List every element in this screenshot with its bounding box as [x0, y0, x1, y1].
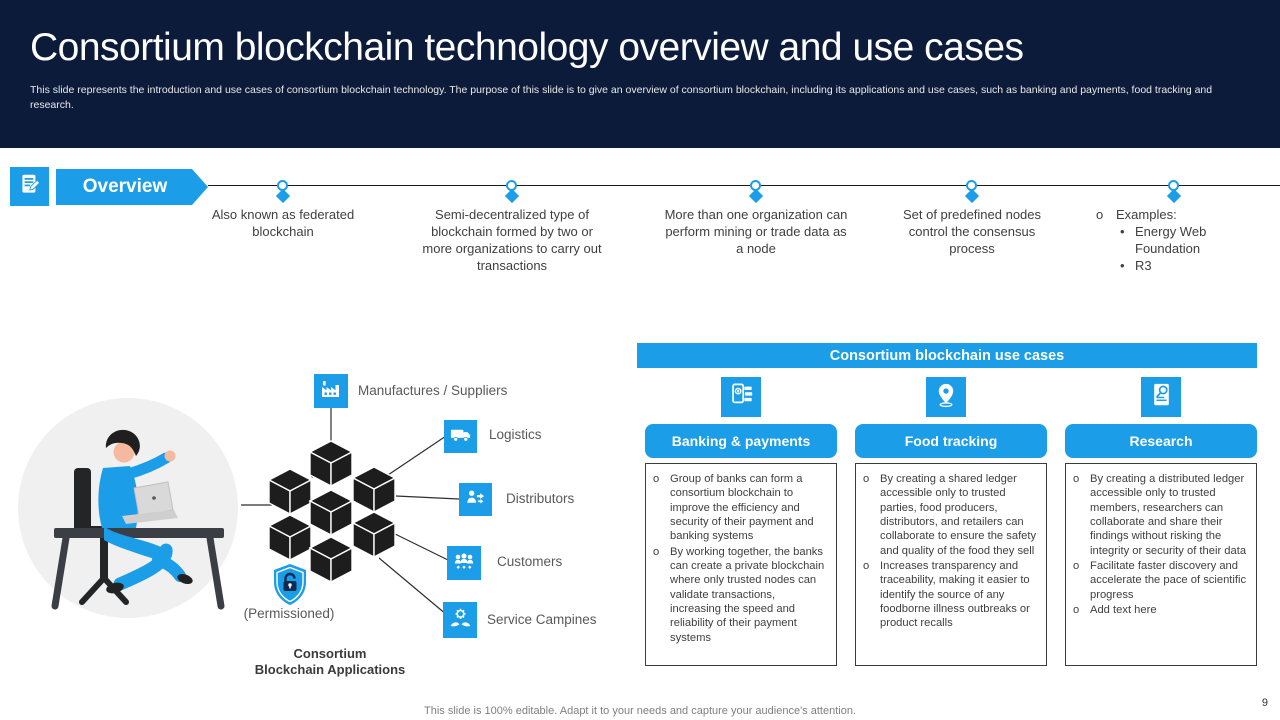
use-case-box-banking: Group of banks can form a consortium blo… — [645, 463, 837, 666]
timeline-pin-diamond — [748, 188, 764, 204]
diagram-node-label: Customers — [497, 554, 563, 569]
timeline-pin-diamond — [1166, 188, 1182, 204]
mobile-banking-icon — [728, 381, 755, 413]
diagram-node-logistics — [444, 420, 477, 453]
diagram-node-label: Service Campines — [487, 612, 597, 627]
page-number: 9 — [1261, 697, 1268, 709]
lattice-edges — [289, 463, 375, 561]
shield-lock-icon — [274, 564, 306, 605]
use-case-header-research: Research — [1065, 424, 1257, 458]
location-pin-icon — [932, 381, 960, 414]
use-case-box-food: By creating a shared ledger accessible o… — [855, 463, 1047, 666]
research-document-icon — [1148, 381, 1175, 413]
use-case-header-banking: Banking & payments — [645, 424, 837, 458]
bullet-item: By creating a shared ledger accessible o… — [863, 472, 1039, 558]
bullet-item: By creating a distributed ledger accessi… — [1073, 472, 1249, 558]
bullet-item: Add text here — [1073, 603, 1249, 617]
timeline-item: More than one organization can perform m… — [664, 207, 848, 257]
notepad-pencil-icon — [17, 171, 43, 202]
example-item: • Energy Web Foundation — [1120, 224, 1207, 257]
diagram-node-customers — [447, 546, 481, 580]
use-case-header-food: Food tracking — [855, 424, 1047, 458]
permissioned-label: (Permissioned) — [243, 606, 335, 621]
diagram-node-label: Logistics — [489, 427, 542, 442]
use-case-icon-research — [1141, 377, 1181, 417]
diagram-node-label: Distributors — [506, 491, 575, 506]
bullet-marker: o — [1096, 207, 1104, 222]
timeline-item: Set of predefined nodes control the cons… — [902, 207, 1042, 257]
page-title: Consortium blockchain technology overvie… — [30, 26, 1024, 69]
diagram-caption: Consortium Blockchain Applications — [254, 646, 406, 678]
hands-gear-icon — [448, 605, 473, 635]
examples-label: Examples: — [1116, 207, 1177, 222]
factory-icon — [319, 377, 343, 406]
bullet-item: Group of banks can form a consortium blo… — [653, 472, 829, 544]
timeline-item: Also known as federated blockchain — [211, 207, 355, 240]
bullet-item: By working together, the banks can creat… — [653, 545, 829, 645]
bullet-marker: • — [1120, 224, 1125, 240]
page-subtitle: This slide represents the introduction a… — [30, 84, 1213, 111]
footer-note: This slide is 100% editable. Adapt it to… — [424, 705, 856, 717]
use-case-box-research: By creating a distributed ledger accessi… — [1065, 463, 1257, 666]
header-band: Consortium blockchain technology overvie… — [0, 0, 1280, 148]
timeline-pin-diamond — [275, 188, 291, 204]
use-case-icon-food — [926, 377, 966, 417]
timeline-line — [208, 185, 1280, 186]
examples-label-row: o Examples: — [1096, 206, 1268, 223]
overview-banner-label: Overview — [82, 176, 168, 197]
distribution-icon — [464, 486, 487, 514]
use-cases-banner: Consortium blockchain use cases — [637, 343, 1257, 368]
timeline-examples: o Examples: • Energy Web Foundation • R3 — [1096, 206, 1268, 275]
timeline-pin-diamond — [504, 188, 520, 204]
person-illustration — [18, 398, 238, 618]
diagram-node-manufacturers — [314, 374, 348, 408]
cube-nodes — [268, 440, 396, 583]
diagram-node-distributors — [459, 483, 492, 516]
timeline-item: Semi-decentralized type of blockchain fo… — [422, 207, 602, 274]
bullet-item: Facilitate faster discovery and accelera… — [1073, 559, 1249, 602]
example-item: • R3 — [1120, 258, 1152, 274]
overview-banner: Overview — [56, 169, 208, 205]
bullet-marker: • — [1120, 258, 1125, 274]
use-case-icon-banking — [721, 377, 761, 417]
overview-section-icon — [10, 167, 49, 206]
customers-group-icon — [452, 549, 476, 578]
diagram-node-label: Manufactures / Suppliers — [358, 383, 508, 398]
timeline-pin-diamond — [964, 188, 980, 204]
diagram-node-service — [443, 602, 477, 638]
truck-icon — [449, 423, 472, 451]
bullet-item: Increases transparency and traceability,… — [863, 559, 1039, 631]
